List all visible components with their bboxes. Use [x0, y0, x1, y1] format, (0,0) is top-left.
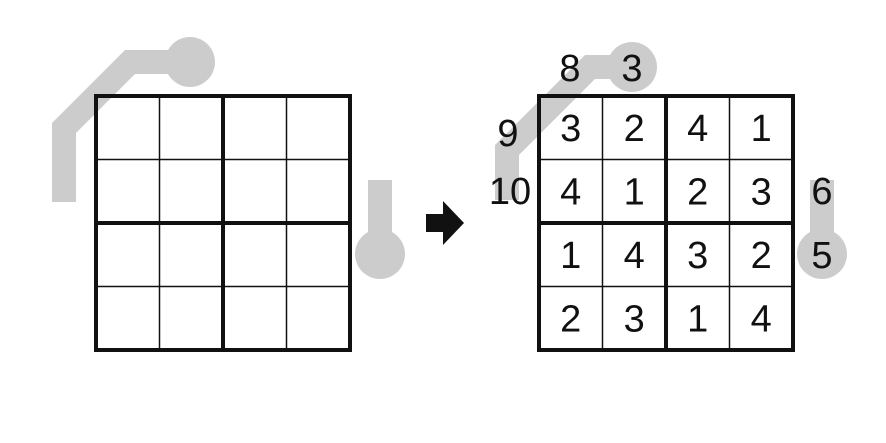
grid-cell-digit[interactable]: 2 — [687, 171, 708, 213]
grid-cell-digit[interactable]: 4 — [624, 235, 645, 277]
grid-cell-digit[interactable]: 4 — [560, 171, 581, 213]
grid-cell-digit[interactable]: 3 — [624, 298, 645, 340]
grid-cell-digit[interactable]: 2 — [624, 108, 645, 150]
right-arrow-icon — [426, 201, 464, 245]
empty-arrow-right — [355, 180, 405, 279]
empty-arrow-top-left-bulb — [165, 37, 215, 87]
solved-arrow-top-left-bulb — [607, 42, 657, 92]
grid-border — [537, 94, 795, 352]
grid-border — [94, 94, 352, 352]
arrow-clue-label: 8 — [559, 48, 580, 90]
grid-cell-digit[interactable]: 3 — [687, 235, 708, 277]
grid-cell-digit[interactable]: 4 — [687, 108, 708, 150]
empty-arrow-top-left — [52, 37, 215, 202]
grid-cell-digit[interactable]: 3 — [751, 171, 772, 213]
grid-cell-digit[interactable]: 4 — [751, 298, 772, 340]
grid-cell-digit[interactable]: 1 — [560, 235, 581, 277]
arrow-clue-label: 9 — [497, 113, 518, 155]
empty-grid — [94, 94, 352, 352]
arrow-clue-label: 10 — [489, 171, 531, 213]
empty-arrow-right-bulb — [355, 229, 405, 279]
solved-arrow-right-bulb — [797, 229, 847, 279]
solved-arrow-top-left — [495, 42, 657, 200]
empty-puzzle — [52, 37, 405, 352]
grid-cell-digit[interactable]: 2 — [560, 298, 581, 340]
arrow-clue-label: 5 — [811, 235, 832, 277]
arrow-clue-label: 3 — [621, 48, 642, 90]
grid-cell-digit[interactable]: 1 — [624, 171, 645, 213]
grid-cell-digit[interactable]: 1 — [687, 298, 708, 340]
grid-cell-digit[interactable]: 3 — [560, 108, 581, 150]
solved-arrow-right — [797, 180, 847, 279]
grid-cell-digit[interactable]: 1 — [751, 108, 772, 150]
arrow-clue-label: 6 — [811, 171, 832, 213]
grid-cell-digit[interactable]: 2 — [751, 235, 772, 277]
